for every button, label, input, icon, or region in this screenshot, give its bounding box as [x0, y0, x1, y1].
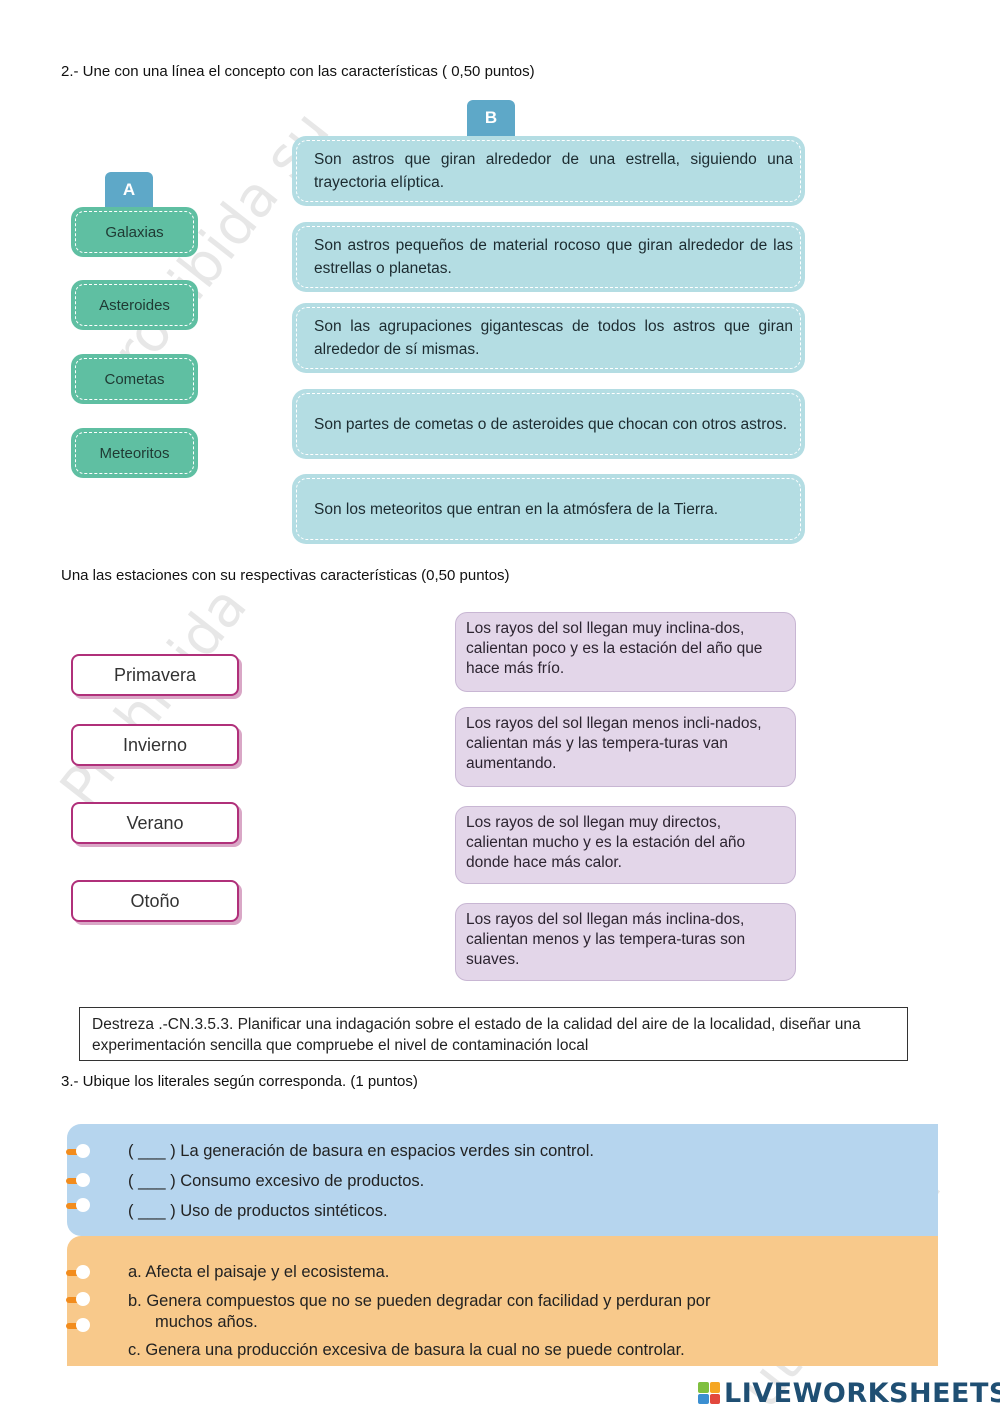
concept-label: Cometas	[104, 370, 165, 388]
season-description-1[interactable]: Los rayos del sol llegan muy inclina-dos…	[455, 612, 796, 692]
ring-icon	[66, 1144, 90, 1160]
definition-text: Son partes de cometas o de asteroides qu…	[314, 415, 788, 433]
effect-b-continued: muchos años.	[155, 1313, 258, 1331]
question-2-title: 2.- Une con una línea el concepto con la…	[61, 63, 535, 80]
definition-text: Son astros pequeños de material rocoso q…	[314, 237, 793, 277]
effect-b: b. Genera compuestos que no se pueden de…	[128, 1292, 711, 1310]
ring-icon	[66, 1198, 90, 1214]
ring-icon	[66, 1173, 90, 1189]
definition-5[interactable]: Son los meteoritos que entran en la atmó…	[292, 474, 805, 544]
season-invierno[interactable]: Invierno	[71, 724, 239, 766]
seasons-question-title: Una las estaciones con su respectivas ca…	[61, 567, 510, 584]
concept-meteoritos[interactable]: Meteoritos	[71, 428, 198, 478]
problems-panel	[67, 1124, 938, 1236]
effects-panel	[67, 1236, 938, 1366]
ring-icon	[66, 1265, 90, 1281]
problem-2[interactable]: ( ___ ) Consumo excesivo de productos.	[128, 1172, 425, 1190]
definition-text: Son astros que giran alrededor de una es…	[314, 151, 793, 191]
watermark-2: Prohibida	[48, 574, 260, 821]
logo-text: LIVEWORKSHEETS	[724, 1377, 1000, 1409]
effect-a: a. Afecta el paisaje y el ecosistema.	[128, 1263, 390, 1281]
logo-mark-icon	[698, 1382, 720, 1404]
season-otono[interactable]: Otoño	[71, 880, 239, 922]
liveworksheets-logo: LIVEWORKSHEETS	[698, 1376, 1000, 1410]
season-description-2[interactable]: Los rayos del sol llegan menos incli-nad…	[455, 707, 796, 787]
season-description-3[interactable]: Los rayos de sol llegan muy directos, ca…	[455, 806, 796, 884]
ring-icon	[66, 1318, 90, 1334]
column-a-tab: A	[105, 172, 153, 208]
definition-1[interactable]: Son astros que giran alrededor de una es…	[292, 136, 805, 206]
definition-text: Son las agrupaciones gigantescas de todo…	[314, 318, 793, 358]
ring-icon	[66, 1292, 90, 1308]
season-description-4[interactable]: Los rayos del sol llegan más inclina-dos…	[455, 903, 796, 981]
season-primavera[interactable]: Primavera	[71, 654, 239, 696]
concept-asteroides[interactable]: Asteroides	[71, 280, 198, 330]
definition-2[interactable]: Son astros pequeños de material rocoso q…	[292, 222, 805, 292]
column-b-tab: B	[467, 100, 515, 136]
season-verano[interactable]: Verano	[71, 802, 239, 844]
concept-label: Meteoritos	[99, 444, 170, 462]
problem-1[interactable]: ( ___ ) La generación de basura en espac…	[128, 1142, 594, 1160]
concept-galaxias[interactable]: Galaxias	[71, 207, 198, 257]
destreza-box: Destreza .-CN.3.5.3. Planificar una inda…	[79, 1007, 908, 1061]
definition-4[interactable]: Son partes de cometas o de asteroides qu…	[292, 389, 805, 459]
question-3-title: 3.- Ubique los literales según correspon…	[61, 1073, 418, 1090]
concept-label: Galaxias	[105, 223, 164, 241]
problem-3[interactable]: ( ___ ) Uso de productos sintéticos.	[128, 1202, 388, 1220]
concept-cometas[interactable]: Cometas	[71, 354, 198, 404]
concept-label: Asteroides	[99, 296, 170, 314]
definition-3[interactable]: Son las agrupaciones gigantescas de todo…	[292, 303, 805, 373]
definition-text: Son los meteoritos que entran en la atmó…	[314, 500, 719, 518]
effect-c: c. Genera una producción excesiva de bas…	[128, 1341, 685, 1359]
